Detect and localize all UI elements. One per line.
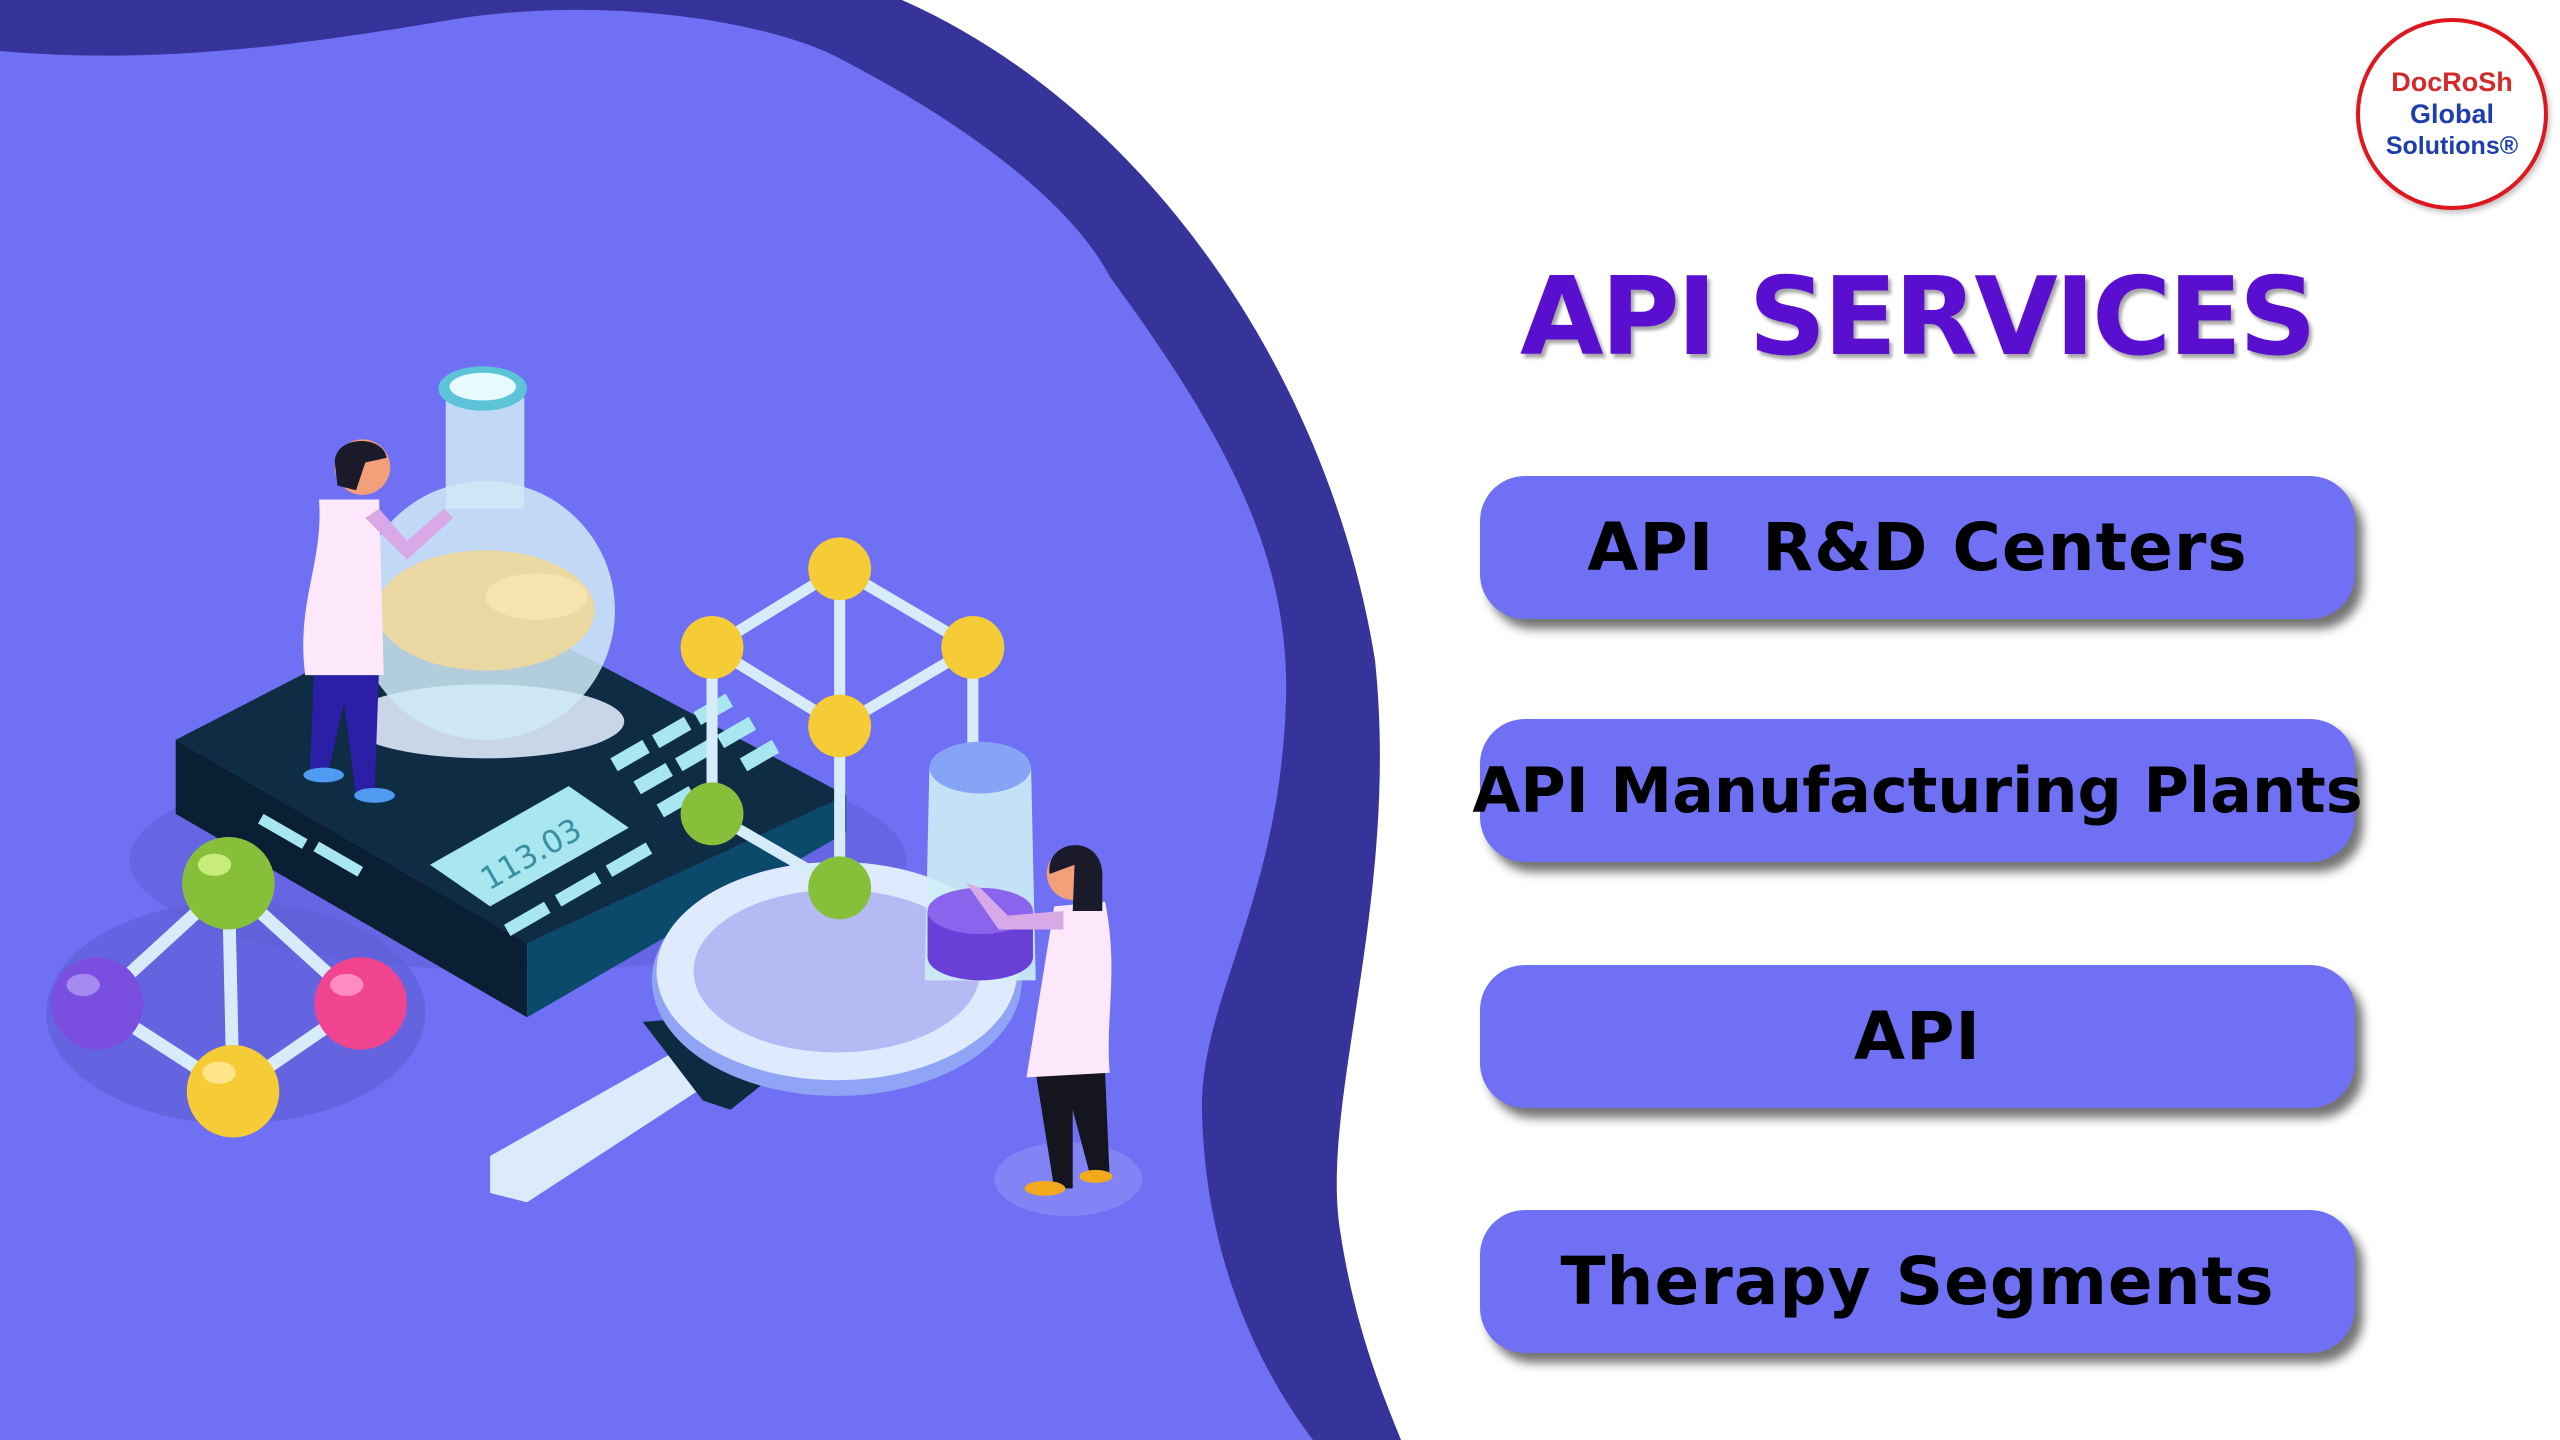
flask <box>346 366 625 759</box>
molecule-left <box>46 836 426 1138</box>
logo-line-3: Solutions® <box>2385 132 2519 160</box>
service-label: API Manufacturing Plants <box>1472 754 2363 827</box>
atom-green <box>182 836 275 930</box>
logo-line-2: Global <box>2409 99 2494 129</box>
scientist-male <box>303 439 454 803</box>
scientist-female <box>966 845 1143 1217</box>
service-label: API R&D Centers <box>1587 509 2248 586</box>
service-label: Therapy Segments <box>1560 1243 2275 1320</box>
atom-yellow <box>186 1045 280 1138</box>
scale-display <box>430 786 629 907</box>
laboratory-illustration: 113.03 <box>46 366 1143 1217</box>
atom-purple <box>50 957 144 1050</box>
service-label: API <box>1853 998 1981 1075</box>
service-button-rd-centers[interactable]: API R&D Centers <box>1480 476 2355 619</box>
service-button-therapy-segments[interactable]: Therapy Segments <box>1480 1210 2355 1353</box>
service-button-manufacturing-plants[interactable]: API Manufacturing Plants <box>1472 719 2363 862</box>
atom-pink <box>314 957 407 1050</box>
company-logo: DocRoSh Global Solutions® <box>2356 18 2548 210</box>
molecule-cube <box>680 537 1005 920</box>
service-button-api[interactable]: API <box>1480 965 2355 1108</box>
page-title: API SERVICES <box>1520 255 2317 380</box>
beaker <box>924 741 1036 981</box>
logo-line-1: DocRoSh <box>2391 67 2513 97</box>
